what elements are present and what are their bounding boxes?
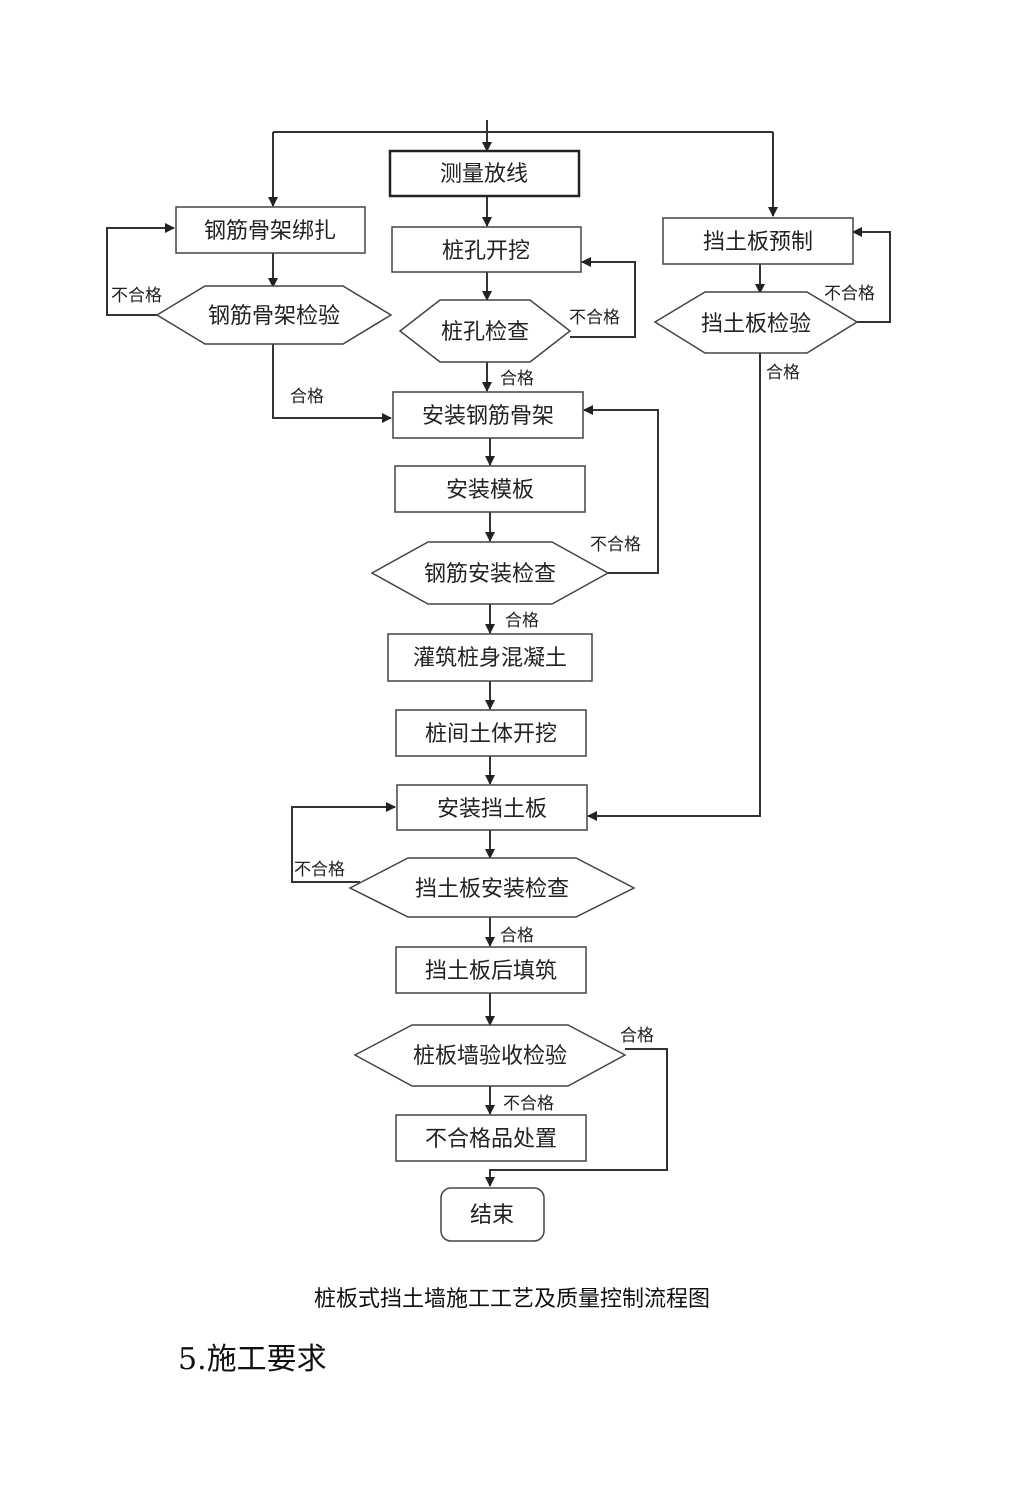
hex-plate-check (653, 291, 859, 354)
label-plate-precast: 挡土板预制 (703, 230, 813, 255)
pass-label-plate: 合格 (766, 363, 800, 383)
box-rebar-tie (175, 206, 366, 254)
flowchart: 测量放线 钢筋骨架绑扎 桩孔开挖 挡土板预制 钢筋骨架检验 桩孔检查 挡土板检验… (106, 120, 891, 1242)
pass-label-install: 合格 (505, 611, 539, 631)
pass-label-pile: 合格 (500, 369, 534, 389)
arrow-plate-pass (587, 353, 761, 821)
label-survey: 测量放线 (440, 162, 528, 187)
figure-caption: 桩板式挡土墙施工工艺及质量控制流程图 (313, 1287, 710, 1312)
label-install-form: 安装模板 (446, 478, 534, 503)
box-install-cage (392, 391, 584, 439)
label-plate-check: 挡土板检验 (701, 312, 811, 337)
label-rebar-install-check: 钢筋安装检查 (424, 562, 556, 587)
label-end: 结束 (470, 1203, 514, 1228)
label-pile-check: 桩孔检查 (441, 320, 529, 345)
loop-plate-check-fail (852, 227, 891, 323)
label-pour: 灌筑桩身混凝土 (413, 646, 567, 671)
label-rebar-tie: 钢筋骨架绑扎 (204, 219, 336, 244)
box-defect-handle (395, 1114, 587, 1162)
box-plate-precast (662, 217, 854, 265)
fail-label-plate-install: 不合格 (294, 860, 345, 880)
label-soil-dig: 桩间土体开挖 (425, 722, 557, 747)
loop-install-check-fail (583, 405, 659, 574)
label-accept-check: 桩板墙验收检验 (413, 1044, 567, 1069)
edge-labels: 不合格 不合格 不合格 合格 合格 合格 不合格 合格 不合格 合格 合格 不合… (111, 284, 875, 1114)
shapes (155, 149, 859, 1242)
fail-label-accept: 不合格 (503, 1094, 554, 1114)
box-soil-dig (395, 709, 587, 757)
box-pile-dig (391, 226, 582, 273)
box-install-plate (396, 784, 588, 831)
pass-label-accept: 合格 (620, 1026, 654, 1046)
fail-label-install: 不合格 (590, 535, 641, 555)
hex-rebar-install-check (370, 541, 610, 605)
fail-label-plate: 不合格 (824, 284, 875, 304)
loop-pile-check-fail (570, 257, 636, 338)
box-survey (388, 149, 581, 198)
box-backfill (395, 946, 587, 994)
connectors (106, 120, 891, 1187)
label-pile-dig: 桩孔开挖 (442, 239, 530, 264)
hex-rebar-check (155, 285, 393, 345)
arrow-accept-pass-end (485, 1048, 668, 1187)
label-install-plate: 安装挡土板 (437, 797, 547, 822)
box-end (440, 1187, 545, 1242)
loop-rebar-check-fail (106, 223, 175, 316)
node-labels: 测量放线 钢筋骨架绑扎 桩孔开挖 挡土板预制 钢筋骨架检验 桩孔检查 挡土板检验… (204, 162, 813, 1228)
section-heading: 5.施工要求 (178, 1342, 327, 1377)
label-install-cage: 安装钢筋骨架 (422, 404, 554, 429)
label-backfill: 挡土板后填筑 (425, 959, 557, 984)
pass-label-rebar: 合格 (290, 387, 324, 407)
arrow-rebar-pass (272, 344, 392, 423)
hex-accept-check (353, 1024, 627, 1087)
label-rebar-check: 钢筋骨架检验 (208, 304, 340, 329)
box-install-form (394, 465, 586, 513)
box-pour (387, 633, 593, 682)
hex-pile-check (398, 299, 572, 363)
hex-plate-install-check (348, 857, 636, 918)
fail-label-rebar: 不合格 (111, 286, 162, 306)
label-defect-handle: 不合格品处置 (425, 1127, 557, 1152)
fail-label-pile: 不合格 (569, 308, 620, 328)
label-plate-install-check: 挡土板安装检查 (415, 877, 569, 902)
loop-plate-install-fail (291, 802, 396, 883)
pass-label-plate-install: 合格 (500, 926, 534, 946)
